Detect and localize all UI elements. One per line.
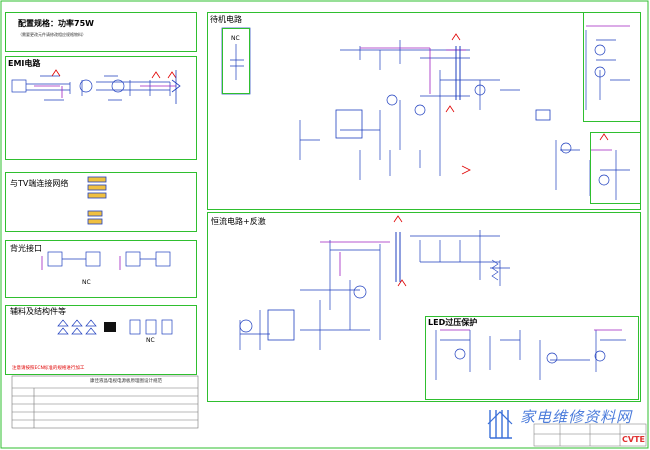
backlight-box [5, 240, 197, 298]
accessories-title: 辅料及结构件等 [10, 307, 66, 316]
accessories-box [5, 305, 197, 375]
right-top-box [583, 12, 641, 122]
led-protection-box [425, 316, 639, 400]
emi-box [5, 56, 197, 160]
config-title: 配置规格：功率75W [18, 19, 94, 28]
led-protection-circuit [435, 330, 626, 380]
accessory-parts [57, 319, 173, 335]
config-subtitle: （需要更改元件请修改相应规格物料） [18, 32, 86, 37]
emi-title: EMI电路 [8, 59, 41, 68]
standby-title: 待机电路 [210, 15, 242, 24]
led-protection-title: LED过压保护 [428, 318, 478, 327]
right-bottom-box [590, 132, 641, 204]
standby-nc-box [222, 28, 250, 94]
nc-label-standby: NC [231, 35, 240, 42]
config-box [5, 12, 197, 52]
constant-current-box [207, 212, 641, 402]
watermark-text: 家电维修资料网 [520, 408, 633, 426]
standby-circuit [221, 27, 520, 180]
title-block [11, 375, 199, 429]
nc-label-backlight: NC [82, 279, 91, 286]
standby-box [207, 12, 641, 210]
constant-current-circuit [239, 230, 510, 350]
tv-connection-title: 与TV端连接网络 [10, 179, 69, 188]
tv-connector [87, 176, 107, 225]
backlight-connectors [47, 251, 171, 267]
tv-connection-box [5, 172, 197, 232]
watermark-logo-icon [487, 410, 513, 439]
title-block-lower [533, 423, 647, 447]
emi-circuit [11, 75, 171, 101]
watermark-logo: CVTE [622, 435, 645, 444]
backlight-title: 背光接口 [10, 244, 42, 253]
nc-label-accessories: NC [146, 337, 155, 344]
red-note: 注意请按照ECN标准的规格进行加工 [12, 366, 85, 371]
doc-title: 康佳液晶电视电源板原理图设计规范 [90, 379, 162, 384]
constant-current-title: 恒流电路+反激 [211, 217, 266, 226]
